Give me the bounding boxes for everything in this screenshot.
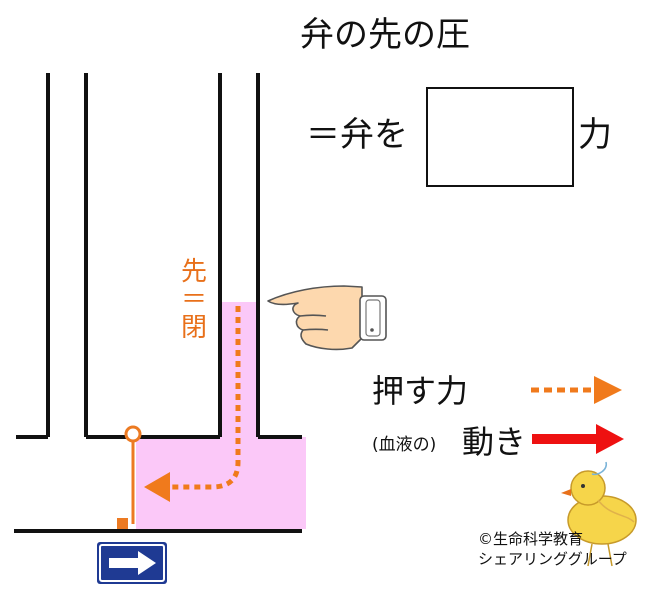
- credit-text: ©生命科学教育 シェアリンググループ: [478, 530, 627, 569]
- pointing-hand-icon: [267, 285, 387, 351]
- push-force-arrow: [144, 306, 241, 502]
- valve-tip-label: 先 ＝ 閉: [178, 258, 210, 342]
- vessel-walls: [14, 73, 302, 533]
- answer-blank-box[interactable]: [426, 87, 574, 187]
- tip-label-line-2: ＝: [180, 285, 207, 316]
- credit-line-1: ©生命科学教育: [478, 530, 584, 548]
- equation-suffix: 力: [578, 115, 612, 155]
- credit-line-2: シェアリンググループ: [478, 549, 627, 568]
- direction-sign-icon: [97, 542, 167, 584]
- tip-label-line-3: 閉: [180, 313, 207, 344]
- legend-flow-arrow: [532, 424, 624, 454]
- equation-prefix: ＝弁を: [306, 115, 408, 155]
- valve-flap: [117, 425, 142, 529]
- legend-push-arrow: [531, 376, 622, 404]
- page-title: 弁の先の圧: [300, 15, 470, 55]
- valve-hinge-icon: [124, 425, 142, 443]
- tip-label-line-1: 先: [180, 257, 207, 287]
- legend-push-label: 押す力: [372, 372, 469, 410]
- chick-icon: [561, 461, 637, 567]
- legend-flow-label: 動き: [462, 423, 527, 461]
- legend-flow-note: (血液の): [372, 435, 437, 455]
